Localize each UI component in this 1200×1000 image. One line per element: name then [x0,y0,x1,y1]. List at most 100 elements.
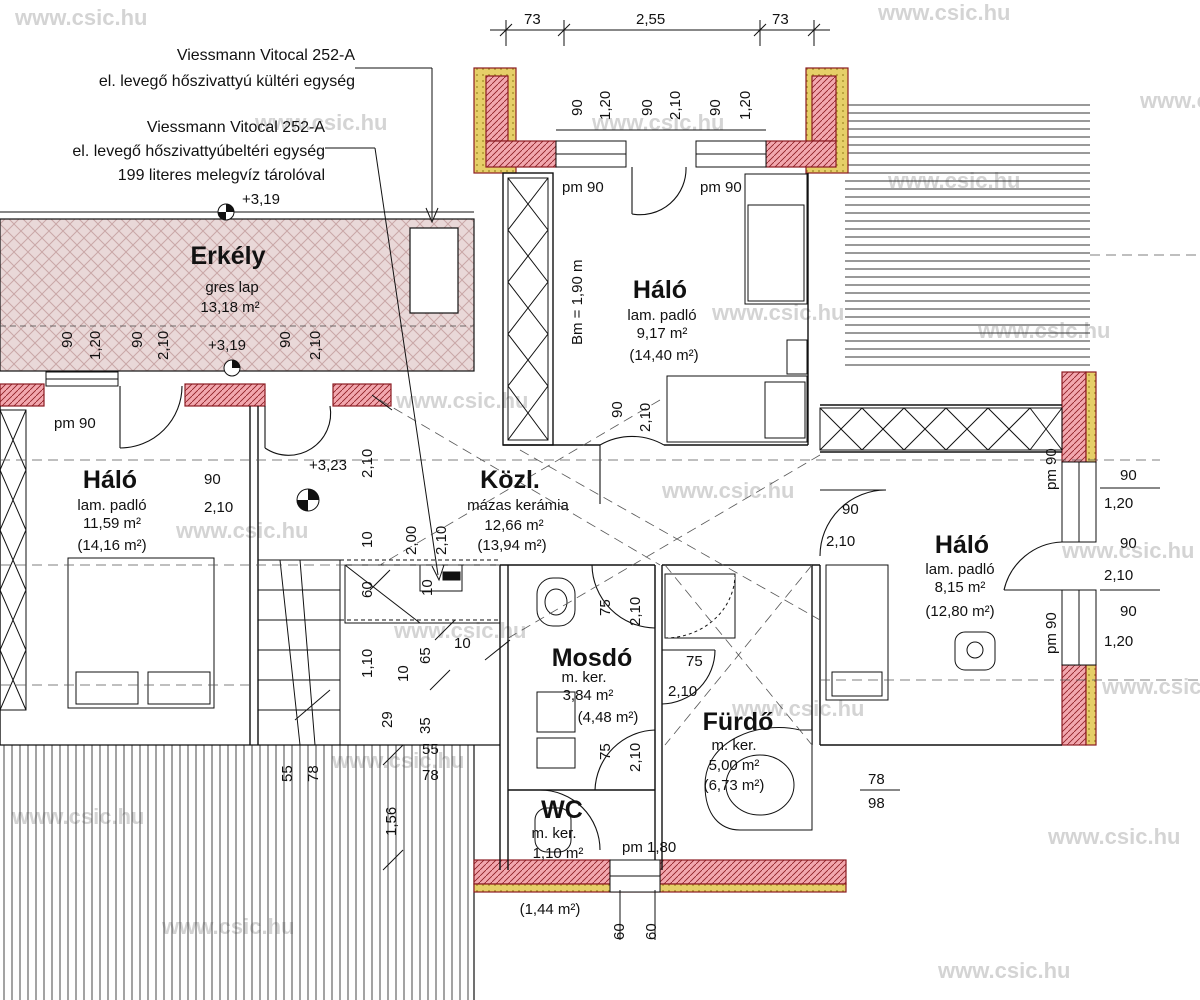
pm-label: pm 1,80 [622,839,676,856]
dim-door: 2,10 [826,533,855,550]
room-floor: lam. padló [77,497,146,514]
outdoor-unit-name: Viessmann Vitocal 252-A [177,47,356,64]
room-area-gross: (14,40 m²) [629,347,698,364]
room-area-gross: (12,80 m²) [925,603,994,620]
windows [45,140,1097,893]
room-floor: m. ker. [561,669,606,686]
hall-guide-lines [0,254,1200,746]
pm-label: pm 90 [1043,448,1060,490]
room-bedroom-top: Háló lam. padló 9,17 m² (14,40 m²) [627,276,698,364]
dim-door: 90 [609,401,626,418]
watermark: www.csic.hu [877,0,1010,25]
watermark: www.csic.hu [14,5,147,30]
staircase [258,559,501,746]
watermark: www.csic.hu [937,958,1070,983]
bm-label: Bm = 1,90 m [569,260,586,345]
dim-top-right: 73 [772,11,789,28]
dim-window: 90 [569,99,586,116]
dim-stair: 1,10 [359,649,376,678]
braced-columns [0,177,1063,711]
room-area: 5,00 m² [709,757,760,774]
dim-window: 90 [1120,535,1137,552]
dim-right: 98 [868,795,885,812]
dim-window: 1,20 [1104,633,1133,650]
leader-lines [325,67,445,582]
room-floor: gres lap [205,279,258,296]
room-name: Fürdő [703,708,774,736]
dim-window: 90 [1120,603,1137,620]
dim-window: 1,20 [597,91,614,120]
room-area: 11,59 m² [83,515,141,532]
dimension-labels-vertical: 90 1,20 90 2,10 90 1,20 Bm = 1,90 m 90 1… [59,91,1060,940]
pm-label: pm 90 [562,179,604,196]
level-balcony-door: +3,19 [208,337,246,354]
room-hall: Közl. mázas kerámia 12,66 m² (13,94 m²) [467,466,569,554]
roof-lines-bottom [3,745,469,1000]
level-hall: +3,23 [309,457,347,474]
room-area: 1,10 m² [533,845,584,862]
room-name: Háló [83,466,137,494]
annotations: Viessmann Vitocal 252-A el. levegő hőszi… [72,47,355,184]
room-floor: m. ker. [711,737,756,754]
room-floor: mázas kerámia [467,497,569,514]
room-wc: WC m. ker. 1,10 m² (1,44 m²) [520,796,584,918]
room-name: Háló [935,531,989,559]
dim-balcony: 90 [59,331,76,348]
room-area: 12,66 m² [484,517,543,534]
room-name: Háló [633,276,687,304]
furniture [67,173,996,853]
watermark: www.csic.hu [175,518,308,543]
dim-stair: 55 [279,765,296,782]
room-area-gross: (6,73 m²) [704,777,765,794]
room-name: WC [541,796,583,824]
room-area: 13,18 m² [200,299,259,316]
room-area-gross: (4,48 m²) [578,709,639,726]
room-floor: m. ker. [531,825,576,842]
room-floor: lam. padló [925,561,994,578]
dim-window: 90 [639,99,656,116]
dim-door: 75 [686,653,703,670]
watermark: www.csic.hu [591,110,724,135]
heat-pump-outdoor-unit [409,227,459,314]
dim-stair: 55 [422,741,439,758]
dim-balcony: 1,20 [87,331,104,360]
dim-stair: 78 [422,767,439,784]
dim-stair: 10 [359,531,376,548]
dim-stair: 2,10 [433,526,450,555]
watermark: www.csic.hu [395,388,528,413]
room-area: 8,15 m² [935,579,986,596]
dim-stair: 10 [395,665,412,682]
room-area: 9,17 m² [637,325,688,342]
dim-window: 1,20 [1104,495,1133,512]
indoor-unit-tank: 199 literes melegvíz tárolóval [118,167,325,184]
watermark: www.csic.hu [254,110,387,135]
watermark: www.csic.hu [393,618,526,643]
room-bedroom-left: Háló lam. padló 11,59 m² (14,16 m²) [77,466,146,554]
dim-balcony: 2,10 [307,331,324,360]
room-name: Mosdó [552,644,633,672]
dim-stair: 1,56 [383,807,400,836]
dim-window: 90 [707,99,724,116]
dim-stair: 2,00 [403,526,420,555]
dim-window: 1,20 [737,91,754,120]
indoor-unit-desc: el. levegő hőszivattyúbeltéri egység [72,143,325,160]
room-bathroom: Fürdő m. ker. 5,00 m² (6,73 m²) [703,708,774,794]
room-bedroom-right: Háló lam. padló 8,15 m² (12,80 m²) [925,531,994,620]
dim-window: 2,10 [1104,567,1133,584]
dim-door: 75 [597,743,614,760]
dim-balcony: 90 [129,331,146,348]
pm-label: pm 90 [54,415,96,432]
dim-door: 90 [204,471,221,488]
watermarks: www.csic.hu www.csic.hu www.csic.hu www.… [11,0,1200,983]
interior-walls [0,172,1062,870]
dim-right: 78 [868,771,885,788]
dim-stair: 29 [379,711,396,728]
dim-door: 2,10 [627,743,644,772]
room-area-gross: (1,44 m²) [520,901,581,918]
outdoor-unit-desc: el. levegő hőszivattyú kültéri egység [99,73,355,90]
dim-stair: 10 [419,579,436,596]
watermark: www.csic.hu [1139,88,1200,113]
dimension-labels: 73 2,55 73 pm 90 pm 90 pm 90 90 2,10 90 … [54,11,1137,856]
watermark: www.csic.hu [1047,824,1180,849]
dim-door: 90 [842,501,859,518]
